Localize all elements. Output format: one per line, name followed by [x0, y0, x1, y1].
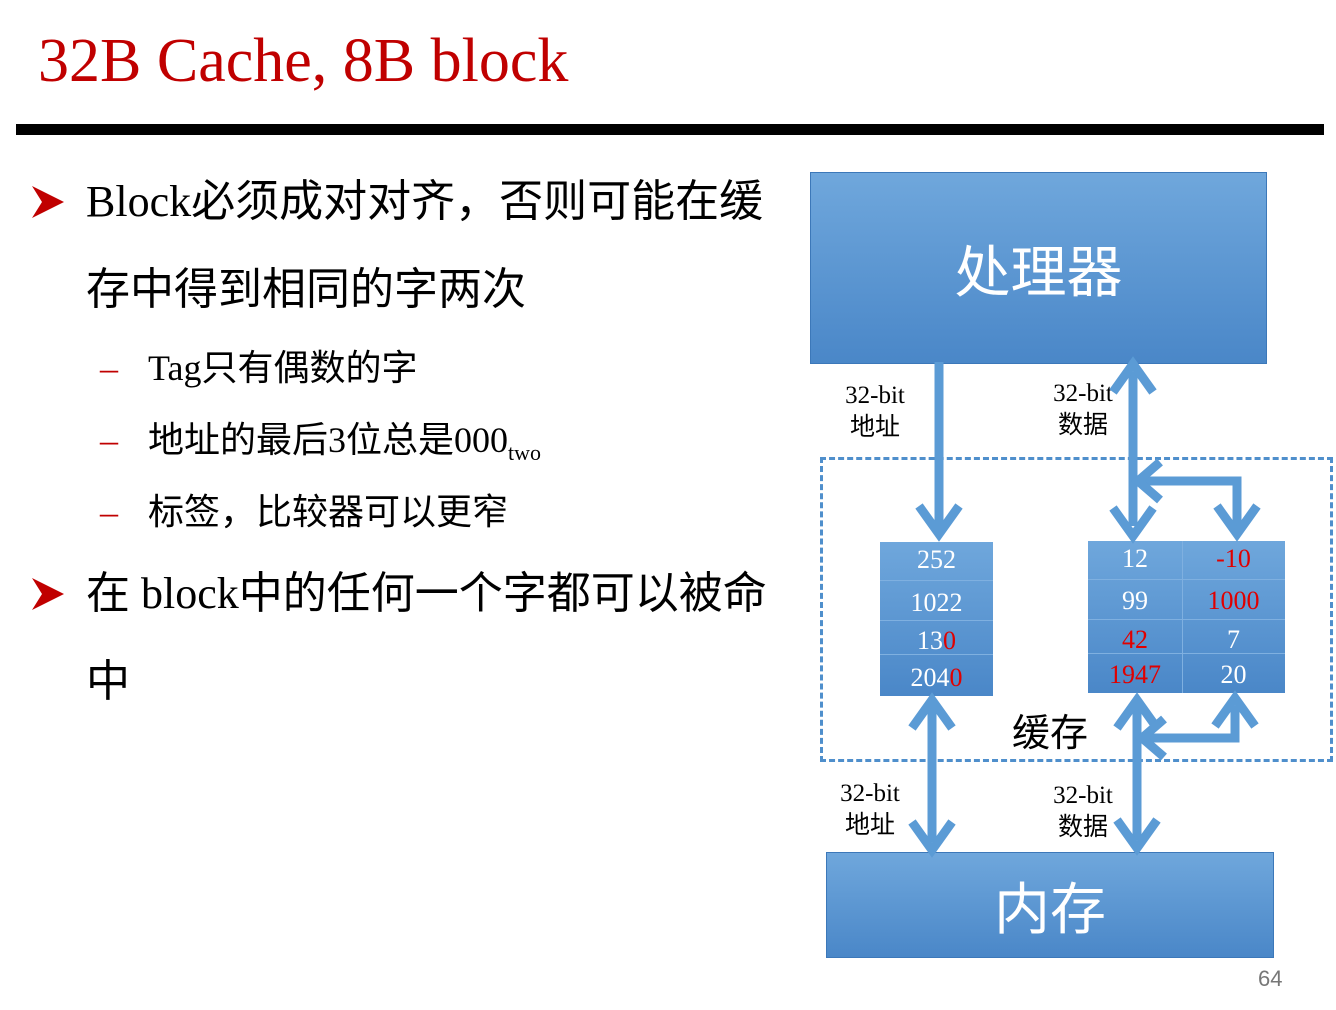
subbullet-2: –地址的最后3位总是000two — [100, 420, 542, 465]
memory-box: 内存 — [826, 852, 1274, 958]
data-cell: 7 — [1227, 625, 1240, 654]
bullet-2: 在 block中的任何一个字都可以被命中 — [30, 550, 790, 726]
cache-boundary — [820, 457, 1333, 762]
bullet-2-text: 在 block中的任何一个字都可以被命中 — [86, 569, 767, 706]
data-cell: 1000 — [1207, 586, 1260, 615]
subbullet-1-text: Tag只有偶数的字 — [148, 348, 418, 388]
memory-label: 内存 — [994, 879, 1106, 942]
processor-label: 处理器 — [954, 242, 1123, 305]
data-cell: 99 — [1122, 586, 1148, 615]
subbullet-3: –标签，比较器可以更窄 — [100, 492, 509, 532]
tag-cell: 130 — [917, 626, 956, 655]
tag-cell: 2040 — [910, 663, 963, 692]
tag-column: 252 1022 130 2040 — [880, 542, 993, 696]
bullet-1-text: Block必须成对对齐，否则可能在缓存中得到相同的字两次 — [86, 177, 764, 314]
tag-cell: 252 — [917, 545, 956, 574]
data-column: 12 -10 99 1000 42 7 1947 20 — [1088, 541, 1285, 693]
slide-title: 32B Cache, 8B block — [38, 27, 569, 95]
data-cell: 20 — [1220, 660, 1247, 689]
arrow-bullet-icon — [32, 578, 64, 610]
data-cell: 12 — [1122, 544, 1148, 573]
data-branch-bottom — [1142, 706, 1240, 743]
processor-box: 处理器 — [810, 172, 1267, 364]
title-divider — [16, 124, 1324, 135]
data-cell: 1947 — [1109, 660, 1161, 689]
subbullet-3-text: 标签，比较器可以更窄 — [148, 492, 509, 532]
arrow-bullet-icon — [32, 186, 64, 218]
subbullet-2-subscript: two — [508, 440, 542, 465]
tag-cell: 1022 — [910, 588, 963, 617]
cache-label: 缓存 — [1012, 713, 1089, 755]
subbullet-2-text: 地址的最后3位总是000 — [148, 420, 509, 460]
subbullet-1: –Tag只有偶数的字 — [100, 348, 418, 388]
data-cell: -10 — [1216, 544, 1251, 573]
data-branch-top — [1137, 476, 1242, 528]
bullet-1: Block必须成对对齐，否则可能在缓存中得到相同的字两次 — [30, 158, 790, 334]
page-number: 64 — [1258, 966, 1283, 991]
data-cell: 42 — [1122, 625, 1148, 654]
